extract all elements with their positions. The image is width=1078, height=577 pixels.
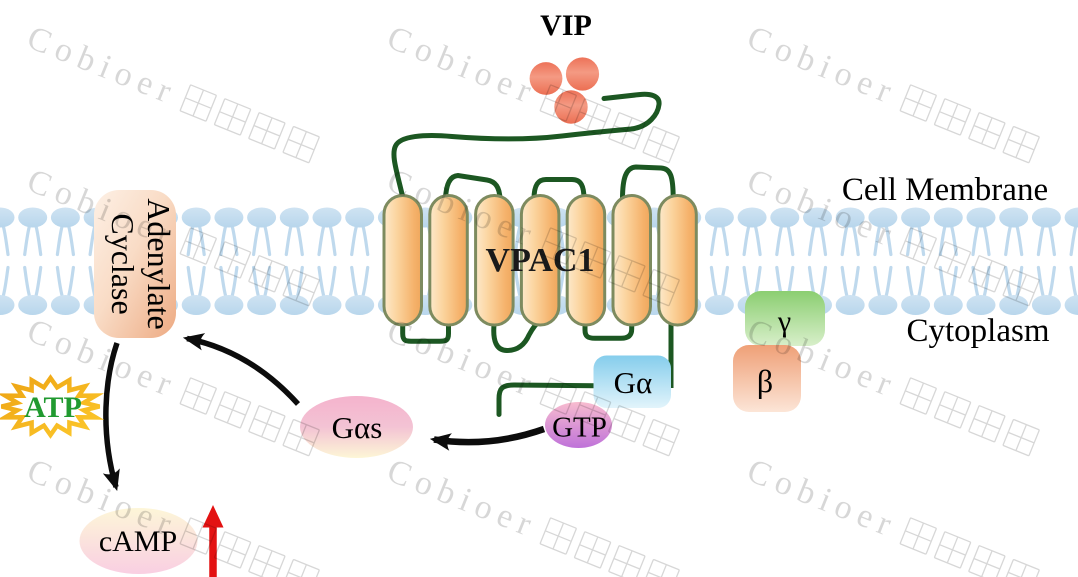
svg-text:Gα: Gα bbox=[614, 365, 653, 400]
svg-text:β: β bbox=[757, 363, 773, 399]
svg-text:Adenylate: Adenylate bbox=[141, 198, 177, 330]
svg-text:Cyclase: Cyclase bbox=[105, 213, 141, 314]
svg-text:Cobioer: Cobioer bbox=[382, 19, 543, 113]
svg-text:Cobioer: Cobioer bbox=[382, 452, 543, 546]
svg-text:ATP: ATP bbox=[24, 391, 82, 424]
svg-text:VIP: VIP bbox=[540, 9, 592, 42]
svg-text:cAMP: cAMP bbox=[99, 525, 177, 558]
svg-text:Cell Membrane: Cell Membrane bbox=[842, 172, 1048, 208]
svg-text:Cytoplasm: Cytoplasm bbox=[906, 313, 1049, 349]
svg-text:γ: γ bbox=[777, 305, 791, 338]
svg-text:Cobioer: Cobioer bbox=[742, 452, 903, 546]
svg-text:Cobioer: Cobioer bbox=[382, 312, 543, 406]
svg-text:VPAC1: VPAC1 bbox=[486, 242, 595, 279]
svg-text:Cobioer: Cobioer bbox=[742, 19, 903, 113]
svg-text:Cobioer: Cobioer bbox=[22, 19, 183, 113]
svg-text:Gαs: Gαs bbox=[332, 410, 383, 445]
